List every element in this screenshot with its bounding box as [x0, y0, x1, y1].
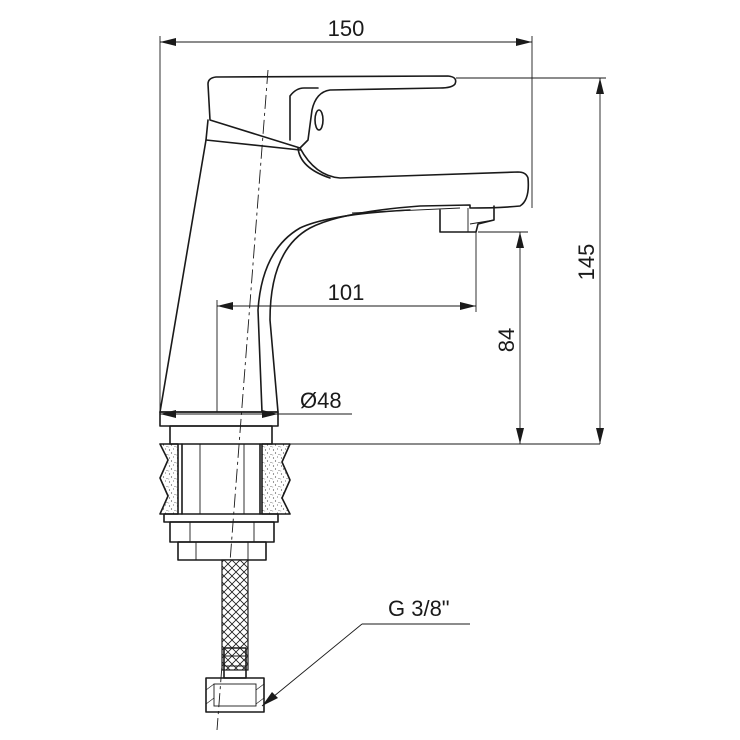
hose-braid [221, 559, 249, 671]
base-seal [169, 425, 273, 445]
lever-detail [289, 87, 331, 179]
threaded-shank [181, 443, 261, 515]
dim-total-width-label: 150 [328, 16, 365, 41]
dim-spout-height-label: 84 [494, 328, 519, 352]
counter-left [159, 443, 179, 515]
dim-base-diameter-label: Ø48 [300, 388, 342, 413]
nut-hatch-2 [205, 697, 215, 705]
spout-underside [257, 209, 411, 413]
lever-pivot [314, 109, 324, 131]
dim-spout-reach: 101 [216, 232, 477, 412]
nut-hatch-4 [255, 697, 265, 705]
aerator [439, 205, 495, 233]
connection-nut [205, 677, 265, 713]
counter-right [261, 443, 291, 515]
connection-label: G 3/8" [388, 596, 450, 621]
nut [169, 521, 275, 543]
spout-inner-line [351, 207, 461, 214]
nut-hatch-1 [205, 683, 215, 691]
dim-total-width: 150 [159, 16, 533, 412]
connection-leader: G 3/8" [261, 596, 470, 707]
aerator-detail [467, 208, 495, 232]
body-ridge [205, 139, 301, 151]
dim-spout-reach-label: 101 [328, 280, 365, 305]
connection-nut-inner [213, 683, 257, 707]
flexible-hose [205, 559, 265, 713]
dim-base-diameter: Ø48 [160, 388, 352, 418]
nut-lower [177, 541, 267, 561]
body-outline [159, 119, 530, 413]
dim-total-height: 145 [456, 77, 606, 444]
lever-handle [207, 75, 457, 149]
dim-spout-height: 84 [478, 231, 528, 444]
faucet-body [159, 69, 530, 731]
dim-total-height-label: 145 [574, 244, 599, 281]
washer-1 [163, 513, 279, 523]
nut-hatch-3 [255, 683, 265, 691]
countertop-section [159, 411, 600, 561]
